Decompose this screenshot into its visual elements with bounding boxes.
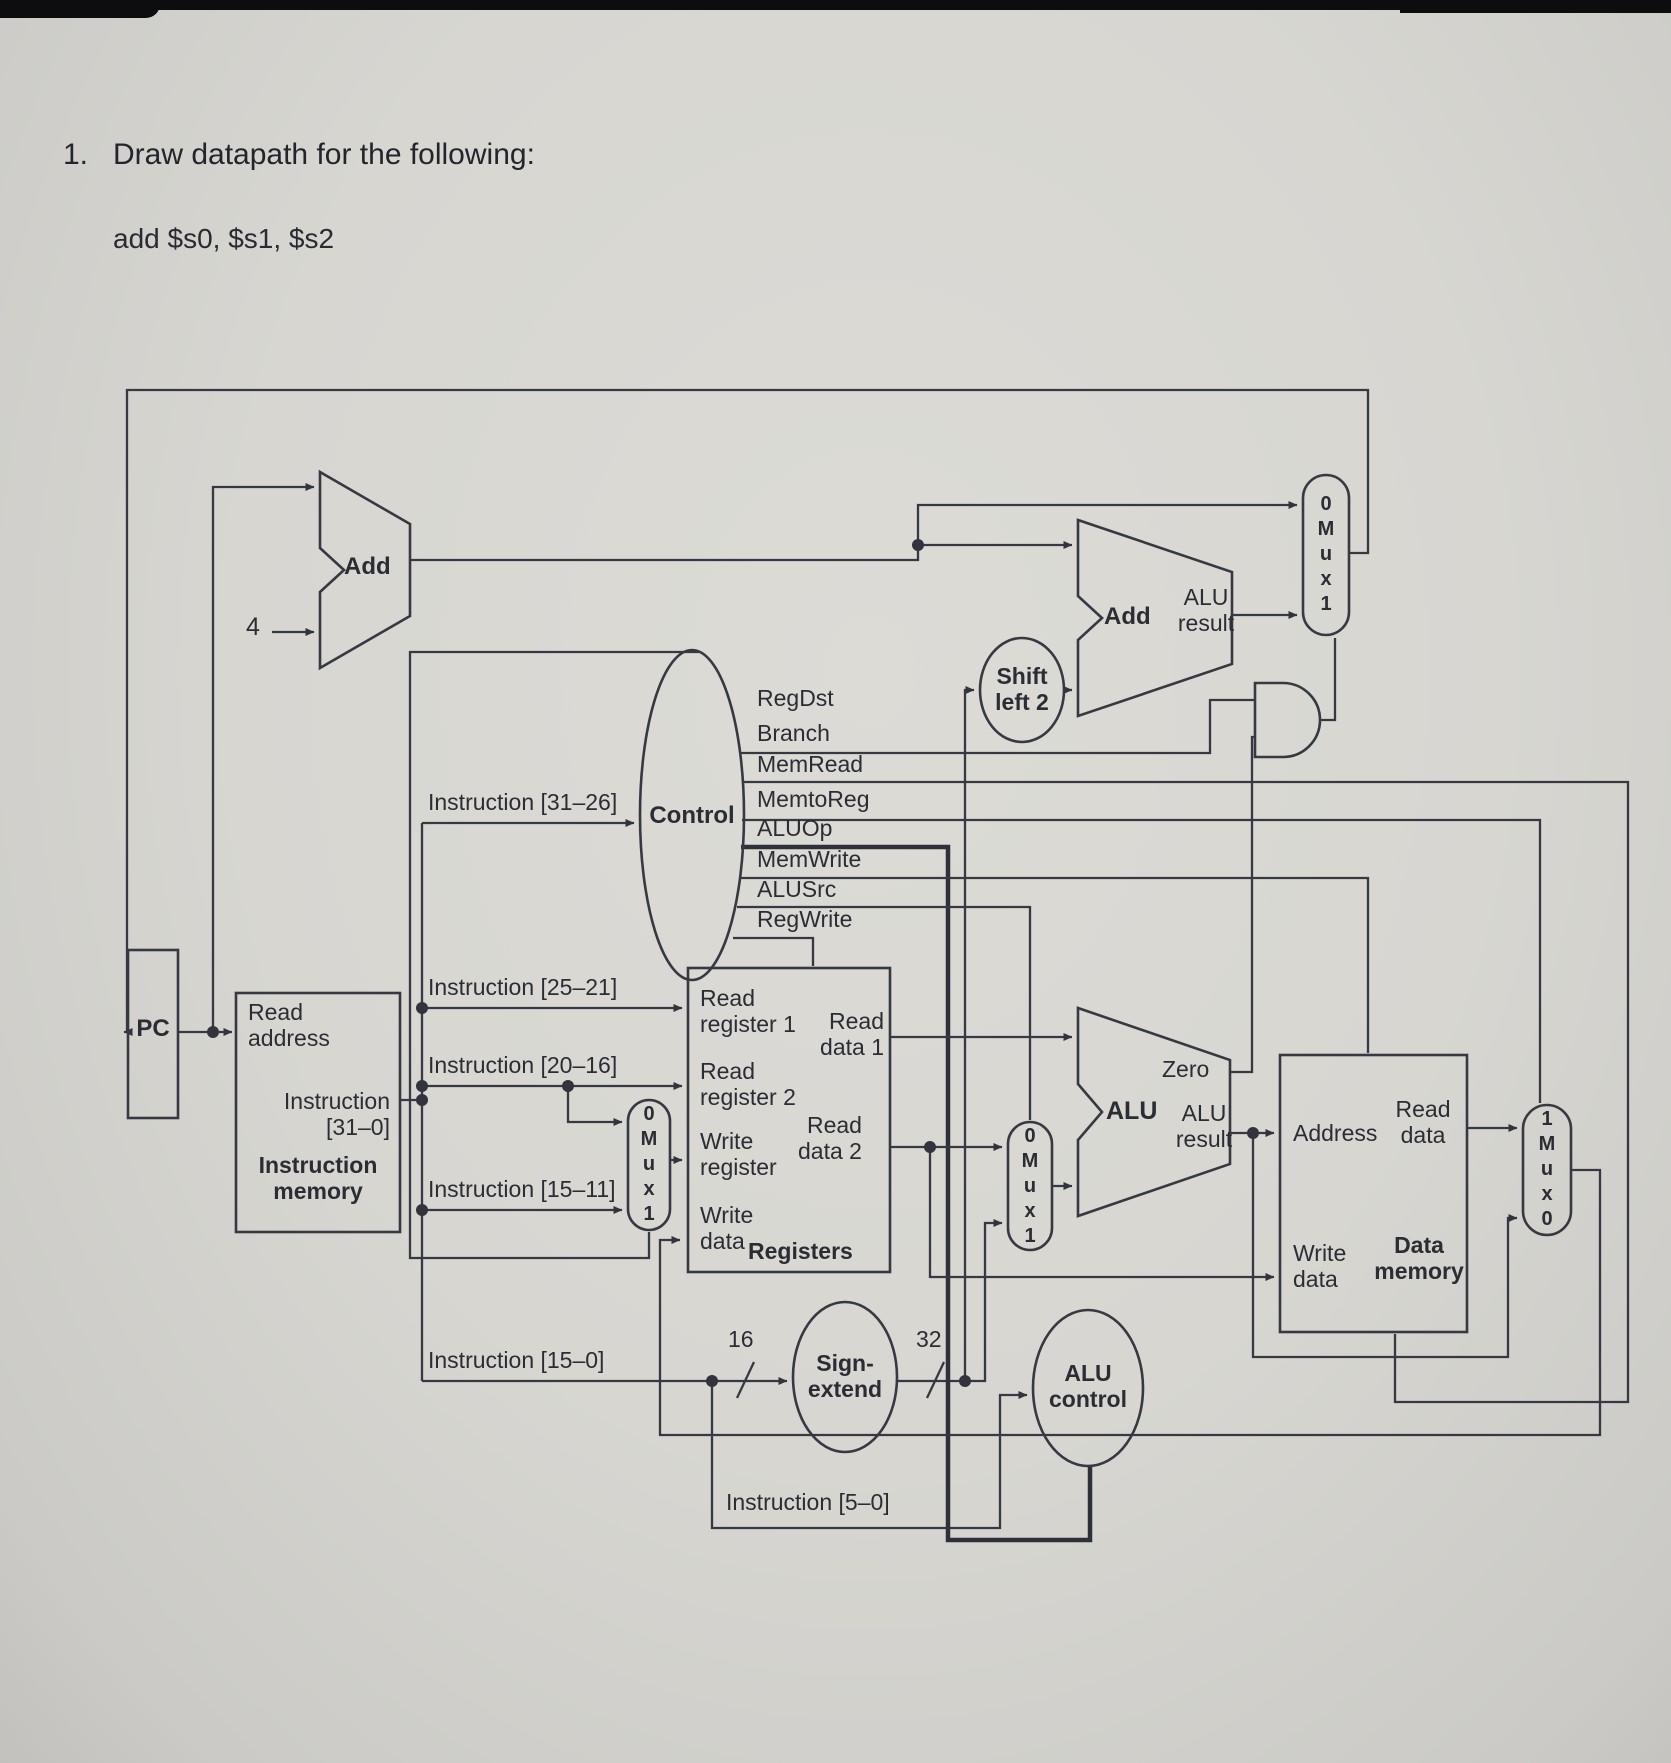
alusrc-mux-label: 0 M u x 1 [1021, 1125, 1039, 1247]
wire-pc4-to-mux0 [410, 501, 1298, 562]
regdst-mux [626, 1098, 672, 1232]
registers-label: Registers [748, 1238, 853, 1264]
instruction-code: add $s0, $s1, $s2 [113, 223, 335, 254]
signal-alusrc: ALUSrc [757, 876, 837, 902]
instruction-memory-label: Instruction memory [258, 1152, 378, 1204]
wire-regwrite [733, 936, 815, 966]
memtoreg-mux-label: 1 M u x 0 [1538, 1108, 1556, 1230]
pc-adder-label: Add [344, 553, 391, 580]
pc-adder-shape [318, 469, 412, 671]
wire-i20-16-to-mux [566, 1086, 623, 1126]
signal-memwrite: MemWrite [757, 846, 862, 872]
read-address-label: Read address [248, 999, 330, 1051]
mem-write-data-label: Write data [1293, 1240, 1347, 1292]
wire-next-pc [123, 388, 1370, 1036]
wire-memwrite [740, 876, 1370, 1053]
question-number: 1. [63, 138, 89, 171]
question-heading: Draw datapath for the following: [113, 138, 535, 171]
instruction-31-26-label: Instruction [31–26] [428, 789, 618, 815]
branch-alu-result-label: ALU result [1177, 584, 1235, 636]
signal-aluop: ALUOp [757, 815, 833, 841]
constant-four: 4 [246, 613, 260, 641]
sign-extend-oval [791, 1300, 899, 1454]
mem-read-data-label: Read data [1395, 1096, 1451, 1148]
slash-16 [735, 1361, 756, 1399]
wires [123, 388, 1630, 1543]
wire-memread [742, 780, 1630, 1404]
width-16-label: 16 [728, 1326, 754, 1352]
instruction-25-21-label: Instruction [25–21] [428, 974, 618, 1000]
control-label: Control [649, 802, 735, 829]
registers-box [686, 966, 892, 1274]
shift-left-2-oval [978, 636, 1066, 744]
signal-memtoreg: MemtoReg [757, 786, 870, 812]
wire-rd2-to-mem-write [928, 1147, 1275, 1281]
pc-label: PC [136, 1015, 170, 1042]
instruction-15-11-label: Instruction [15–11] [428, 1176, 616, 1202]
alu-control-label: ALU control [1049, 1360, 1127, 1412]
wire-alusrc [737, 905, 1032, 1120]
data-memory-box [1278, 1053, 1469, 1334]
read-data-1-label: Read data 1 [820, 1008, 884, 1060]
read-data-2-label: Read data 2 [798, 1112, 862, 1164]
memtoreg-mux [1521, 1103, 1573, 1237]
sign-extend-label: Sign- extend [807, 1350, 883, 1402]
read-register-1-label: Read register 1 [700, 985, 796, 1037]
branch-adder-label: Add [1104, 603, 1151, 630]
wire-regdst [408, 650, 700, 1260]
registers-write-data-label: Write data [700, 1202, 754, 1254]
wire-zero-to-and [1230, 735, 1255, 1074]
wire-i5-0 [710, 1381, 1028, 1530]
wire-writeback [658, 1168, 1602, 1437]
branch-adder-shape [1076, 518, 1234, 718]
photo-top-edge [0, 0, 1671, 10]
alu-control-oval [1031, 1308, 1145, 1468]
and-gate [1253, 681, 1322, 759]
write-register-label: Write register [700, 1128, 777, 1180]
read-register-2-label: Read register 2 [700, 1058, 796, 1110]
instruction-memory-box [234, 991, 402, 1234]
wire-memtoreg [742, 818, 1542, 1103]
wire-signext-to-alusrc-mux [897, 1219, 1003, 1383]
wire-pc-to-add [211, 483, 315, 1032]
wire-branch [740, 698, 1255, 755]
signal-branch: Branch [757, 720, 830, 746]
alu-label: ALU [1106, 1097, 1158, 1125]
wire-alu-result-bypass [1251, 1133, 1518, 1359]
data-memory-label: Data memory [1374, 1232, 1464, 1284]
photo-top-right-shadow [1400, 0, 1671, 13]
alu-shape [1076, 1006, 1232, 1218]
regdst-mux-label: 0 M u x 1 [640, 1103, 658, 1225]
alu-result-label: ALU result [1175, 1100, 1233, 1152]
wire-aluop [741, 844, 1093, 1543]
alu-zero-label: Zero [1162, 1056, 1210, 1082]
pcsrc-mux-label: 0 M u x 1 [1317, 493, 1335, 615]
blocks [126, 469, 1573, 1468]
control-oval [638, 648, 746, 982]
instruction-31-0-label: Instruction [31–0] [283, 1088, 390, 1140]
shift-left-2-label: Shift left 2 [995, 663, 1049, 715]
pcsrc-mux [1301, 473, 1351, 637]
address-label: Address [1293, 1120, 1378, 1146]
instruction-5-0-label: Instruction [5–0] [726, 1489, 890, 1515]
photo-corner-shadow [0, 0, 160, 18]
signal-memread: MemRead [757, 751, 864, 777]
instruction-20-16-label: Instruction [20–16] [428, 1052, 618, 1078]
width-32-label: 32 [916, 1326, 942, 1352]
wire-and-to-pcsrc-select [1320, 638, 1337, 722]
wire-signext-to-shift [963, 686, 975, 1381]
signal-regdst: RegDst [757, 685, 834, 711]
instruction-15-0-label: Instruction [15–0] [428, 1347, 605, 1373]
slash-32 [925, 1361, 946, 1399]
alusrc-mux [1006, 1120, 1054, 1252]
signal-regwrite: RegWrite [757, 906, 853, 932]
junction-dots [207, 539, 1259, 1387]
pc-box [126, 948, 180, 1120]
